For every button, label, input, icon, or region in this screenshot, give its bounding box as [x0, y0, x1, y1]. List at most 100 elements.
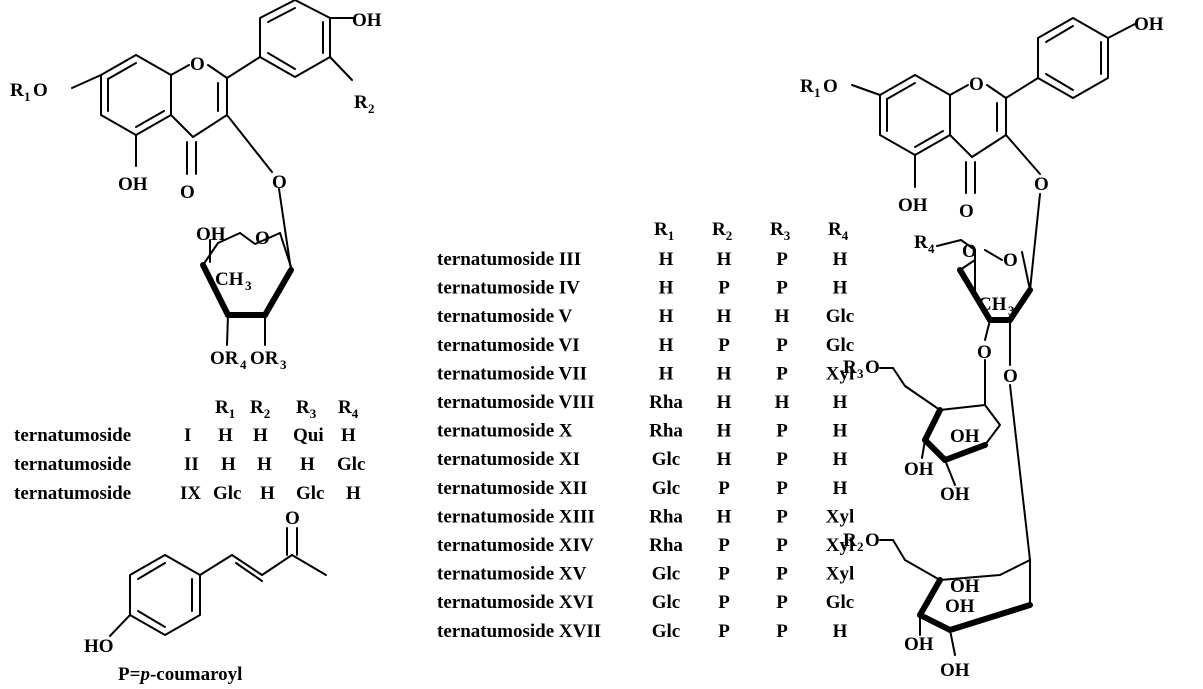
right-r4o-label-r: R	[914, 232, 928, 253]
left-methyl-sub: 3	[245, 278, 252, 293]
left-row-r1: Glc	[213, 483, 242, 504]
right-row-r4: Glc	[826, 592, 855, 613]
right-row-r2: H	[717, 392, 732, 413]
right-row-r2: H	[717, 421, 732, 442]
right-row-r3: H	[775, 306, 790, 327]
left-r2-label-r: R	[354, 92, 368, 113]
left-row-r1: H	[221, 454, 236, 475]
left-or4-sub: 4	[240, 357, 247, 372]
right-row-name: ternatumoside IV	[437, 278, 580, 299]
right-row-r4: H	[833, 478, 848, 499]
right-a-ring	[879, 74, 951, 156]
right-row-name: ternatumoside III	[437, 249, 581, 270]
right-glc1-oh-b: OH	[904, 459, 934, 480]
right-row-r2: H	[717, 506, 732, 527]
right-b-ring	[1005, 17, 1136, 99]
right-row-name: ternatumoside X	[437, 421, 573, 442]
right-row-r4: Xyl	[826, 363, 855, 384]
left-r1o-label-o: O	[33, 80, 48, 101]
right-b-ring-oh: OH	[1134, 14, 1164, 35]
right-row-name: ternatumoside VII	[437, 363, 587, 384]
left-ring-oxygen: O	[190, 54, 205, 75]
right-row-name: ternatumoside XIV	[437, 535, 594, 556]
right-row-r1: Glc	[652, 621, 681, 642]
left-structure-labels: R 1 O O OH R 2 OH O O OH O CH 3 OR 4 OR …	[10, 10, 382, 372]
right-carbonyl-o: O	[959, 201, 974, 222]
right-row-r3: P	[776, 621, 788, 642]
right-row-r2: P	[718, 621, 730, 642]
right-row-r1: H	[659, 306, 674, 327]
right-header-r1: R1	[654, 219, 674, 243]
right-header-r3: R3	[770, 219, 791, 243]
left-header-r2: R2	[250, 397, 270, 421]
right-row-name: ternatumoside XI	[437, 449, 580, 470]
right-structure-labels: R 1 O O OH OH O O R 4 O O CH 3 R 3 O O O…	[800, 14, 1164, 681]
right-glc2-oh-d: OH	[940, 660, 970, 681]
left-sugar-ring	[200, 188, 294, 346]
right-row-r3: P	[776, 592, 788, 613]
right-rhamnose-ring	[936, 239, 1033, 366]
right-row-r1: Glc	[652, 449, 681, 470]
left-row-r2: H	[253, 425, 268, 446]
right-row-r1: Rha	[649, 535, 683, 556]
left-r1o-label-r: R	[10, 80, 24, 101]
right-row-r3: H	[775, 392, 790, 413]
left-methyl-ch: CH	[215, 269, 244, 290]
right-row-r1: Glc	[652, 564, 681, 585]
left-or4-label: OR	[210, 348, 239, 369]
left-a-ring-oh: OH	[118, 174, 148, 195]
coumaroyl-carbonyl-o: O	[285, 508, 300, 529]
right-row-r1: Glc	[652, 592, 681, 613]
right-r1o-label-r: R	[800, 76, 814, 97]
right-glycosidic-o: O	[1034, 174, 1049, 195]
right-row-r3: P	[776, 421, 788, 442]
left-sugar-ring-o: O	[255, 228, 270, 249]
left-carbonyl-o: O	[180, 182, 195, 203]
left-row-r3: Qui	[293, 425, 324, 446]
left-table-row: ternatumoside II H H H Glc	[14, 454, 366, 475]
left-row-r2: H	[260, 483, 275, 504]
left-r2-label-sub: 2	[368, 101, 375, 116]
left-row-r4: Glc	[337, 454, 366, 475]
left-table-header: R1 R2 R3 R4	[215, 397, 359, 421]
right-row-r4: Xyl	[826, 506, 855, 527]
right-a-ring-oh: OH	[898, 195, 928, 216]
left-row-r2: H	[257, 454, 272, 475]
left-row-name: ternatumoside	[14, 454, 131, 475]
left-sugar-oh: OH	[196, 224, 226, 245]
right-glc2-oh-a: OH	[950, 576, 980, 597]
right-ring-oxygen: O	[969, 74, 984, 95]
right-methyl-sub: 3	[1008, 303, 1015, 318]
left-row-name: ternatumoside	[14, 425, 131, 446]
left-r1o-label-sub: 1	[24, 89, 31, 104]
left-header-r3: R3	[296, 397, 317, 421]
right-row-r3: P	[776, 506, 788, 527]
right-row-r1: Rha	[649, 506, 683, 527]
right-glc2-oh-c: OH	[904, 634, 934, 655]
left-substituent-table: R1 R2 R3 R4 ternatumoside I H H Qui H te…	[14, 397, 366, 504]
right-row-name: ternatumoside V	[437, 306, 573, 327]
right-r4o-label-o: O	[962, 241, 977, 262]
left-row-r3: Glc	[296, 483, 325, 504]
right-header-r4: R4	[828, 219, 849, 243]
left-b-ring-oh: OH	[352, 10, 382, 31]
right-row-r4: H	[833, 621, 848, 642]
right-row-r1: H	[659, 249, 674, 270]
right-r1o-label-o: O	[823, 76, 838, 97]
left-row-r4: H	[346, 483, 361, 504]
right-row-r1: H	[659, 278, 674, 299]
right-row-name: ternatumoside VIII	[437, 392, 594, 413]
right-glc2-oh-b: OH	[945, 596, 975, 617]
